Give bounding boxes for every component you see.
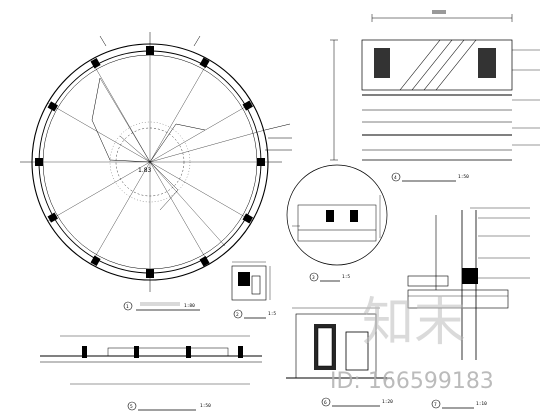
svg-text:4: 4 [394, 175, 397, 181]
svg-text:7: 7 [434, 402, 437, 408]
circular-floor-plan [20, 32, 292, 292]
wall-columns [35, 46, 265, 278]
elevation-strip [40, 335, 262, 385]
svg-text:1:5: 1:5 [342, 274, 350, 280]
detail-circle [286, 164, 388, 266]
detail-right [407, 207, 530, 360]
watermark-logo: 知末 [362, 293, 466, 353]
svg-text:1:80: 1:80 [184, 303, 195, 309]
svg-text:1: 1 [126, 304, 129, 310]
detail-circle-title: 3 1:5 [309, 272, 350, 282]
wall-section-bottom [286, 307, 392, 379]
detail-right-title: 7 1:10 [431, 399, 487, 409]
radial-lines [32, 44, 268, 280]
wall-section-bottom-title: 6 1:20 [321, 397, 393, 407]
svg-text:1:50: 1:50 [200, 403, 211, 409]
elevation-title: 5 1:50 [127, 401, 211, 411]
watermark: 知末 ID: 166599183 [330, 293, 494, 394]
wall-section-top [330, 10, 540, 161]
svg-text:1:20: 1:20 [382, 399, 393, 405]
svg-text:1:10: 1:10 [476, 401, 487, 407]
wall-section-title: 4 1:50 [391, 172, 469, 182]
svg-text:6: 6 [324, 400, 327, 406]
svg-text:2: 2 [236, 312, 239, 318]
detail-1-5-left [231, 261, 271, 301]
svg-text:3: 3 [312, 275, 315, 281]
svg-text:1:50: 1:50 [458, 174, 469, 180]
svg-text:5: 5 [130, 404, 133, 410]
detail-1-5-title: 2 1:5 [233, 309, 276, 319]
watermark-id: ID: 166599183 [330, 369, 494, 394]
center-mark: 1.83 [138, 167, 152, 174]
plan-title: 1 1:80 [123, 301, 200, 311]
svg-text:1:5: 1:5 [268, 311, 276, 317]
